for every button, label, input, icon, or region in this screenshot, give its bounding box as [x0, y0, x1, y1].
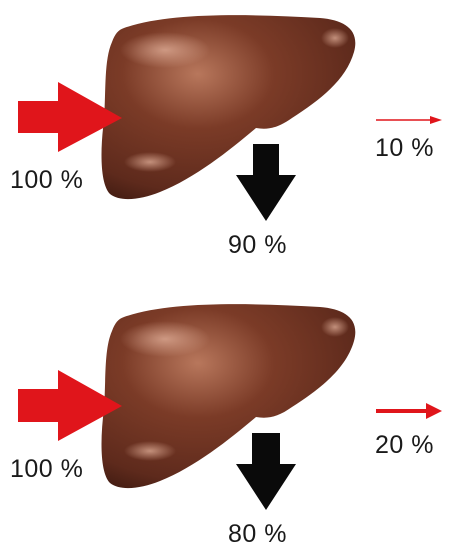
inflow-label: 100 %: [10, 455, 83, 484]
outflow-label: 80 %: [228, 520, 287, 549]
side-arrow: [376, 116, 442, 124]
flow-diagram-bottom: [0, 283, 449, 553]
outflow-label: 90 %: [228, 231, 287, 260]
outflow-arrow: [236, 433, 296, 510]
panel-bottom: 100 % 80 % 20 %: [0, 283, 449, 553]
liver-illustration: [102, 304, 356, 488]
liver-illustration: [102, 15, 356, 199]
inflow-label: 100 %: [10, 166, 83, 195]
side-label: 20 %: [375, 431, 434, 460]
panel-top: 100 % 90 % 10 %: [0, 0, 449, 270]
side-arrow: [376, 403, 442, 419]
side-label: 10 %: [375, 134, 434, 163]
outflow-arrow: [236, 144, 296, 221]
